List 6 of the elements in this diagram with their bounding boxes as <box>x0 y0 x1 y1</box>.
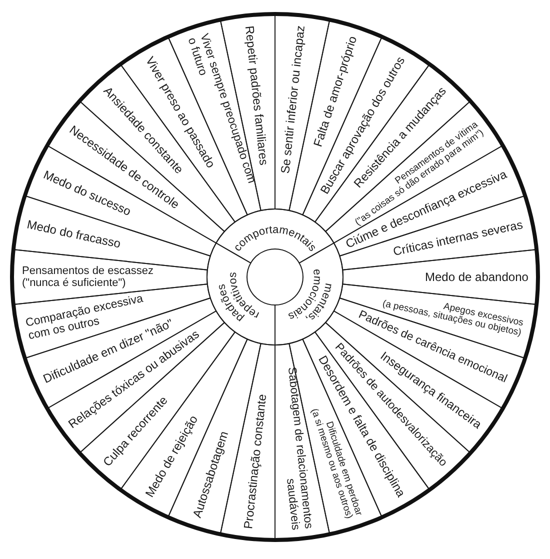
sector-label: Medo de abandono <box>425 270 528 284</box>
sector-label: Medo do fracasso <box>26 218 122 251</box>
sector-label: Pensamentos de escassez ("nunca é suficiente") <box>22 265 154 290</box>
sector-label: Se sentir inferior ou incapaz <box>279 24 308 174</box>
category-segment <box>216 209 334 263</box>
sector-label: Procrastinação constante <box>242 394 270 530</box>
